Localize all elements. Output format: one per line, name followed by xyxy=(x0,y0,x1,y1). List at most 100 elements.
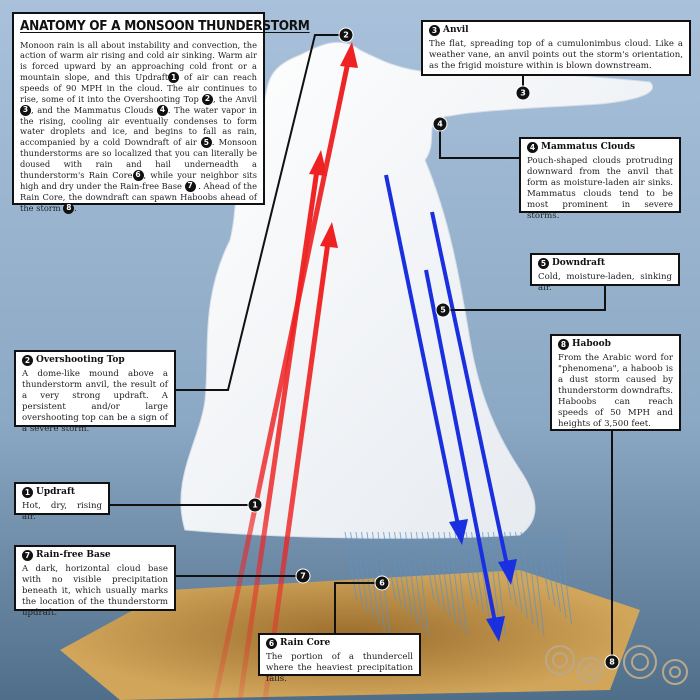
number-badge: 8 xyxy=(63,202,75,214)
rain-streak xyxy=(542,531,556,607)
intro-segment: . Monsoon thunderstorms are so localized… xyxy=(20,137,257,180)
rain-streak xyxy=(421,531,435,601)
number-badge: 1 xyxy=(22,487,33,499)
page-title: ANATOMY OF A MONSOON THUNDERSTORM xyxy=(20,18,310,34)
rain-streak xyxy=(553,531,567,619)
rain-streak xyxy=(383,531,396,601)
number-badge: 7 xyxy=(22,550,33,562)
number-badge: 2 xyxy=(22,355,33,367)
rain-streak xyxy=(471,531,484,613)
rain-streak xyxy=(427,531,440,607)
intro-segment: , and the Mammatus Clouds xyxy=(31,104,157,115)
leader-lines xyxy=(110,34,613,662)
rain-streak xyxy=(509,531,523,613)
rain-streak xyxy=(399,531,413,619)
intro-segment: Monoon rain is all about instability and… xyxy=(20,39,257,82)
intro-segment: . xyxy=(74,202,77,213)
marker-rain-core: 6 xyxy=(374,575,390,591)
rain-streak xyxy=(559,531,572,625)
rain-streak xyxy=(432,531,446,613)
number-badge: 1 xyxy=(168,71,180,83)
rain-streak xyxy=(350,531,363,607)
marker-haboob: 8 xyxy=(604,654,620,670)
callout-title: Rain Core xyxy=(280,638,331,648)
number-badge: 5 xyxy=(200,137,212,149)
callout-text: Hot, dry, rising air. xyxy=(22,500,102,522)
number-badge: 4 xyxy=(527,142,538,154)
rain-streak xyxy=(361,531,374,619)
number-badge: 4 xyxy=(156,104,168,116)
intro-segment: , while your neighbor sits high and dry … xyxy=(20,169,257,191)
marker-rain-free-base: 7 xyxy=(295,568,311,584)
callout-text: A dome-like mound above a thunderstorm a… xyxy=(22,368,168,434)
rain-streak xyxy=(548,531,561,613)
downdraft-arrowheads xyxy=(449,519,517,642)
rain-streak xyxy=(344,531,358,601)
number-badge: 7 xyxy=(184,180,196,192)
rain-streak xyxy=(526,531,539,631)
cloud xyxy=(180,41,653,539)
number-badge: 5 xyxy=(538,258,549,270)
rain-streak xyxy=(438,531,451,619)
callout-text: Pouch-shaped clouds protruding downward … xyxy=(527,155,673,221)
number-badge: 2 xyxy=(201,93,213,105)
callout-title: Haboob xyxy=(572,339,611,349)
number-badge: 6 xyxy=(132,169,144,181)
rain-streak xyxy=(531,531,545,637)
marker-overshooting-top: 2 xyxy=(338,27,354,43)
rain-streak xyxy=(388,531,402,607)
intro-panel: ANATOMY OF A MONSOON THUNDERSTORM Monoon… xyxy=(12,12,310,214)
rain-streak xyxy=(460,531,473,601)
callout-title: Rain-free Base xyxy=(36,550,111,560)
callout-title: Downdraft xyxy=(552,258,605,268)
rain-streak xyxy=(449,531,462,631)
callout-title: Anvil xyxy=(443,25,469,35)
rain-streak xyxy=(537,531,550,601)
rain-streaks xyxy=(344,531,572,637)
spiral-dust xyxy=(545,645,688,685)
rain-streak xyxy=(454,531,468,637)
number-badge: 3 xyxy=(429,25,440,37)
rain-streak xyxy=(355,531,369,613)
rain-streak xyxy=(410,531,424,631)
intro-text: Monoon rain is all about instability and… xyxy=(20,40,257,214)
intro-segment: . The water vapor in the rising, cooling… xyxy=(20,104,258,148)
callout-title: Mammatus Clouds xyxy=(541,142,636,152)
marker-mammatus: 4 xyxy=(432,116,448,132)
rain-streak xyxy=(366,531,380,625)
updraft-arrowheads xyxy=(309,42,358,248)
rain-streak xyxy=(515,531,528,619)
number-badge: 8 xyxy=(558,339,569,351)
callout-text: A dark, horizontal cloud base with no vi… xyxy=(22,563,168,618)
rain-streak xyxy=(405,531,418,625)
callout-title: Overshooting Top xyxy=(36,355,125,365)
marker-anvil: 3 xyxy=(515,85,531,101)
callout-text: Cold, moisture-laden, sinking air. xyxy=(538,271,672,293)
callout-text: The flat, spreading top of a cumulonimbu… xyxy=(429,38,683,71)
rain-streak xyxy=(465,531,479,607)
rain-streak xyxy=(487,531,501,631)
rain-streak xyxy=(520,531,534,625)
marker-downdraft: 5 xyxy=(435,302,451,318)
downdraft-arrows xyxy=(384,174,509,623)
number-badge: 6 xyxy=(266,638,277,650)
intro-segment: . Ahead of the Rain Core, the downdraft … xyxy=(20,180,257,213)
callout-text: The portion of a thundercell where the h… xyxy=(266,651,413,684)
callout-text: From the Arabic word for "phenomena", a … xyxy=(558,352,673,429)
updraft-arrows xyxy=(212,61,351,700)
rain-streak xyxy=(394,531,407,613)
intro-segment: of air can reach speeds of 90 MPH in the… xyxy=(20,71,258,104)
number-badge: 3 xyxy=(20,104,31,116)
rain-streak xyxy=(416,531,429,637)
intro-segment: , the Anvil xyxy=(212,93,257,104)
marker-updraft: 1 xyxy=(247,497,263,513)
callout-title: Updraft xyxy=(36,487,76,497)
